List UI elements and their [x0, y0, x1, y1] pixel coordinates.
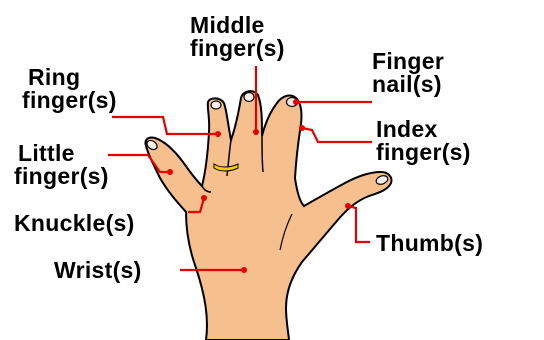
hand-shape [145, 91, 391, 340]
thumb-dot [345, 203, 351, 209]
fingernail-label-line1: Finger [372, 50, 444, 73]
ring-finger-leader [112, 117, 218, 134]
index-finger-label-line2: finger(s) [376, 141, 471, 164]
fingernail-label: Finger nail(s) [372, 50, 444, 96]
knuckle-dot [201, 195, 207, 201]
ring-finger-label-line1: Ring [22, 66, 117, 89]
fingernail-dot [293, 99, 299, 105]
thumb-label: Thumb(s) [376, 232, 483, 255]
index-finger-leader [302, 128, 372, 142]
middle-fingernail [244, 93, 254, 102]
thumb-leader [348, 206, 370, 242]
middle-finger-label: Middle finger(s) [190, 14, 285, 60]
ring-finger-dot [215, 131, 221, 137]
index-finger-label: Index finger(s) [376, 118, 471, 164]
middle-finger-dot [253, 129, 259, 135]
middle-finger-label-line1: Middle [190, 14, 285, 37]
middle-finger-label-line2: finger(s) [190, 37, 285, 60]
little-finger-label-line2: finger(s) [14, 165, 109, 188]
little-finger-label-line1: Little [14, 142, 109, 165]
little-finger-dot [167, 169, 173, 175]
index-finger-dot [299, 125, 305, 131]
fingernail-label-line2: nail(s) [372, 73, 444, 96]
knuckle-label: Knuckle(s) [14, 212, 135, 235]
ring-finger-label-line2: finger(s) [22, 89, 117, 112]
wrist-dot [241, 267, 247, 273]
ring-finger-label: Ring finger(s) [22, 66, 117, 112]
ring-fingernail [211, 101, 221, 109]
little-finger-label: Little finger(s) [14, 142, 109, 188]
wrist-label: Wrist(s) [54, 259, 142, 282]
index-finger-label-line1: Index [376, 118, 471, 141]
